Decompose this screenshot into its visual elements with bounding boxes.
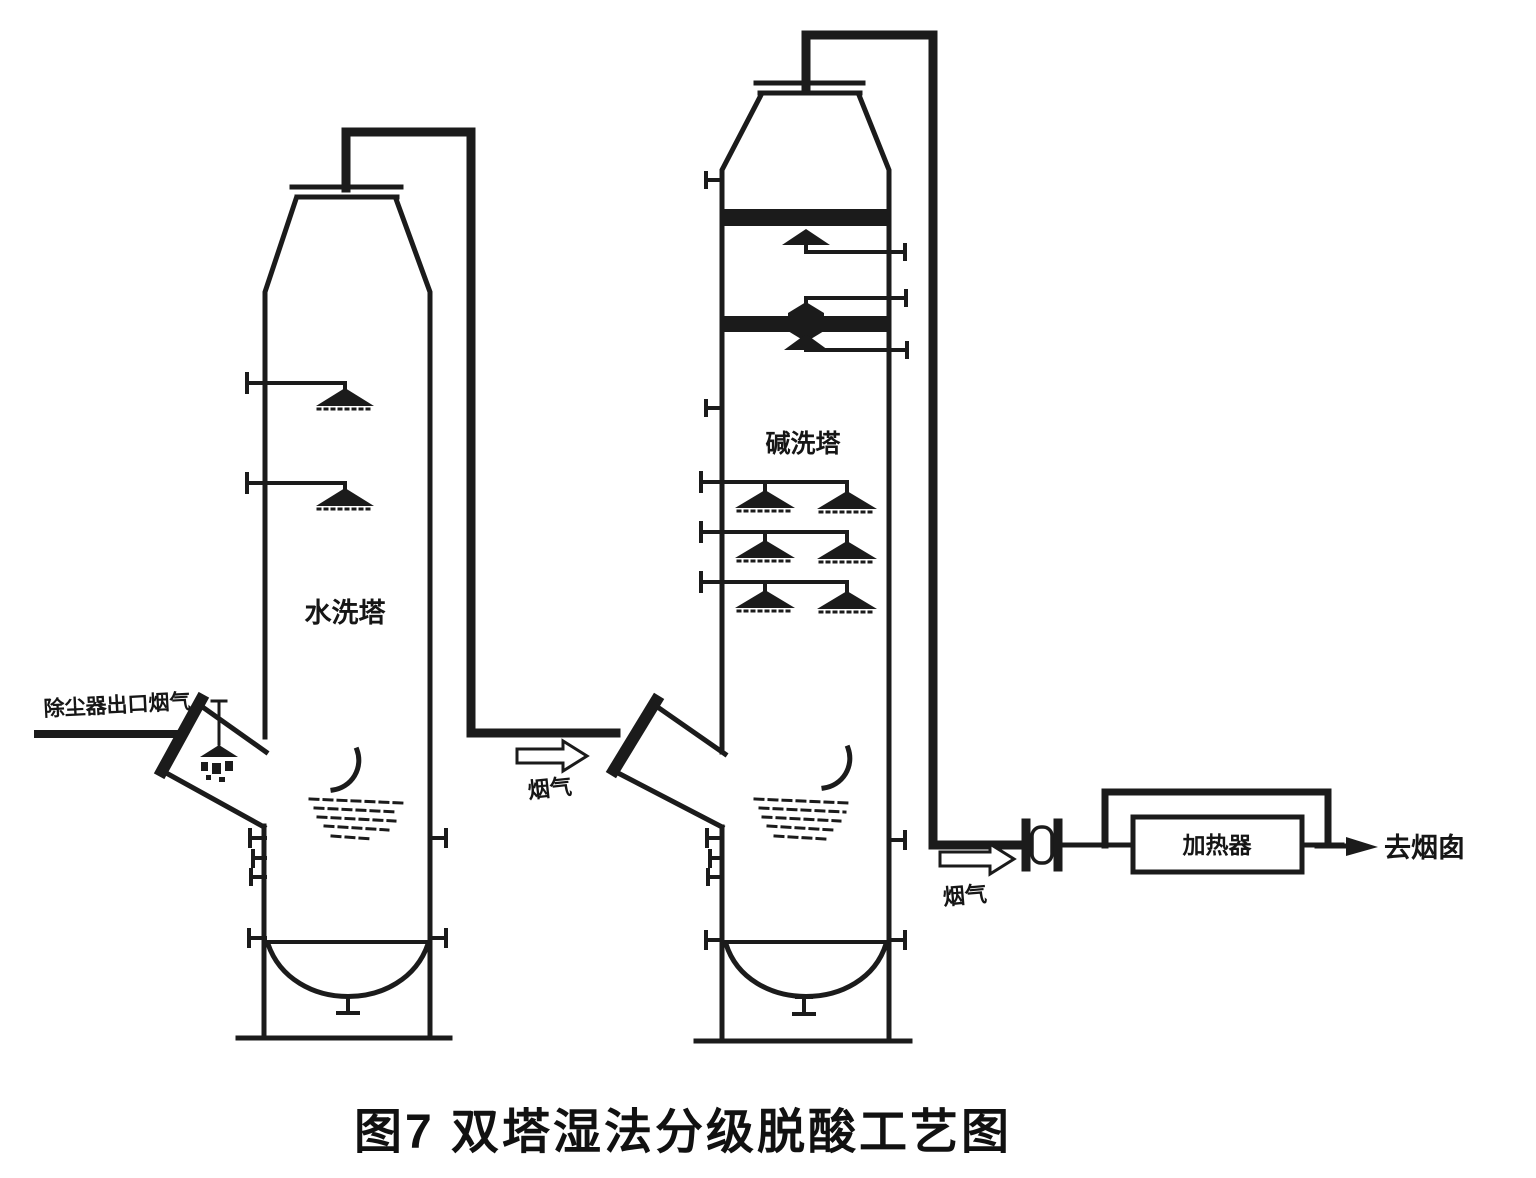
- spray-nozzle-icon: [817, 591, 877, 609]
- inlet-gas-label: 除尘器出口烟气: [43, 689, 191, 721]
- water-wash-tower: [235, 127, 621, 1041]
- tower2-wall-nozzles: [704, 828, 907, 950]
- tower1-spray-header-1: [245, 372, 374, 411]
- tower1-liquid-pool: [308, 797, 404, 841]
- heater-box: [1130, 814, 1305, 875]
- spray-nozzle-icon: [782, 229, 830, 245]
- tower1-top-flange: [289, 184, 404, 200]
- alkali-wash-tower: [693, 30, 1029, 1044]
- tower2-liquid-pool: [753, 797, 850, 841]
- spray-nozzle-icon: [735, 490, 795, 508]
- inlet-duct: [34, 691, 270, 831]
- demister-band: [722, 209, 889, 226]
- tower2-spray-header-3: [699, 571, 877, 614]
- flow-arrow-icon: [515, 738, 590, 774]
- tower2-spray-header-2: [699, 521, 877, 564]
- alkali-wash-tower-label: 碱洗塔: [765, 430, 841, 458]
- demister1-wash-nozzle: [782, 229, 907, 261]
- heater-label: 加热器: [1182, 832, 1253, 858]
- tower1-overhead-pipe: [341, 127, 621, 738]
- flow-arrow-icon: [938, 841, 1017, 877]
- to-stack-label: 去烟囱: [1384, 833, 1465, 863]
- tower2-drain-nozzle: [792, 995, 816, 1016]
- atomizer-icon: [788, 302, 824, 342]
- expansion-joint-icon: [1021, 818, 1063, 872]
- demister2-wash-nozzle: [722, 289, 909, 359]
- spray-nozzle-icon: [316, 388, 374, 406]
- outlet-train: [1021, 788, 1378, 875]
- water-wash-tower-label: 水洗塔: [305, 598, 387, 628]
- inlet-flange-icon: [605, 692, 665, 779]
- tower2-deflector-vane: [821, 744, 853, 791]
- tower2-overhead-pipe: [801, 30, 1029, 850]
- tower1-wall-nozzles: [247, 828, 448, 948]
- spray-nozzle-icon: [817, 541, 877, 559]
- tower1-deflector-vane: [330, 746, 362, 793]
- figure-caption: 图7 双塔湿法分级脱酸工艺图: [354, 1106, 1012, 1159]
- flue-gas-mid-label: 烟气: [527, 774, 573, 803]
- spray-nozzle-icon: [735, 590, 795, 608]
- spray-droplets: [201, 761, 233, 782]
- tower2-bottom-dome: [722, 940, 890, 999]
- tower1-bottom-dome: [264, 940, 432, 999]
- spray-nozzle-icon: [784, 334, 828, 350]
- spray-nozzle-icon: [316, 488, 374, 506]
- tower2-top-flange: [753, 80, 866, 96]
- tower1-drain-nozzle: [336, 994, 360, 1015]
- tower1-spray-header-2: [245, 472, 374, 511]
- tower2-inlet-duct: [605, 692, 729, 831]
- spray-nozzle-icon: [200, 745, 238, 757]
- inlet-flange-icon: [153, 691, 210, 780]
- flue-gas-out-label: 烟气: [942, 881, 988, 910]
- tower2-spray-header-1: [699, 471, 877, 514]
- spray-nozzle-icon: [735, 540, 795, 558]
- arrow-right-icon: [1346, 837, 1378, 856]
- spray-nozzle-icon: [817, 491, 877, 509]
- heater-bypass-pipe: [1101, 788, 1332, 849]
- duct-spray-lance: [200, 699, 238, 782]
